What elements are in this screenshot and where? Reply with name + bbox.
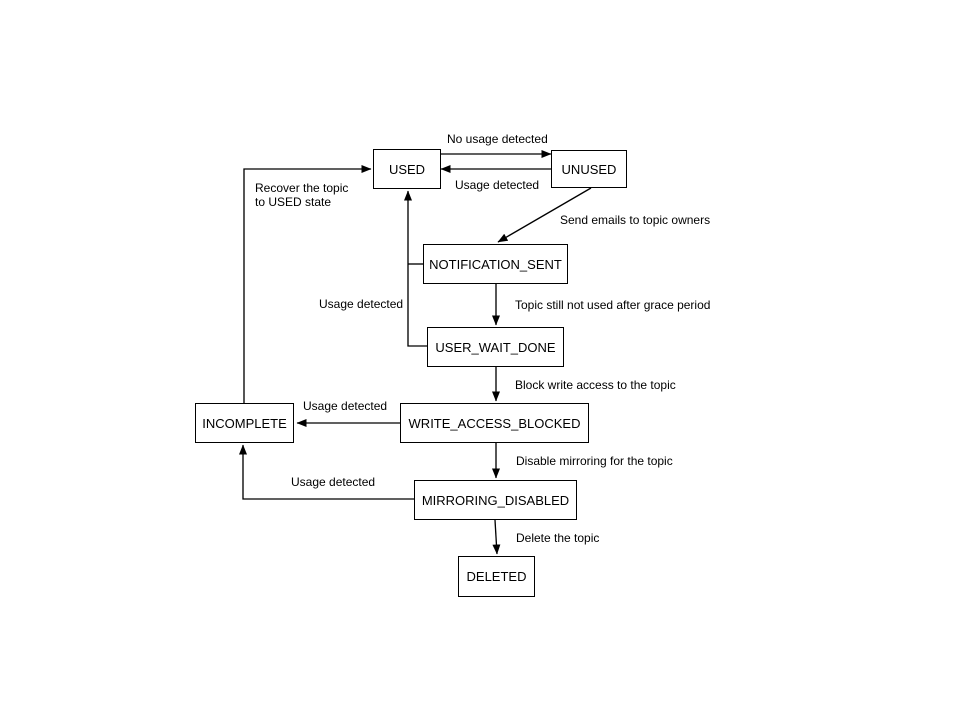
edge-label-disable-mirroring: Disable mirroring for the topic [516, 454, 673, 468]
state-node-used-label: USED [388, 161, 426, 177]
state-node-unused: UNUSED [551, 150, 627, 188]
state-node-mirroring-disabled-label: MIRRORING_DISABLED [421, 492, 570, 508]
state-node-write-access-blocked: WRITE_ACCESS_BLOCKED [400, 403, 589, 443]
edge-mirroring-disabled-to-incomplete-arrow [239, 444, 414, 500]
edge-mirroring-disabled-to-deleted-arrow [492, 519, 501, 555]
state-node-notification-sent-label: NOTIFICATION_SENT [429, 256, 562, 272]
edge-label-usage-detected-unused: Usage detected [455, 178, 540, 192]
state-node-used: USED [373, 149, 441, 189]
edge-label-usage-detected-blocked: Usage detected [303, 399, 388, 413]
state-node-user-wait-done-label: USER_WAIT_DONE [435, 339, 556, 355]
state-node-write-access-blocked-label: WRITE_ACCESS_BLOCKED [408, 415, 581, 431]
state-node-deleted-label: DELETED [466, 569, 527, 584]
state-node-deleted: DELETED [458, 556, 535, 597]
edge-label-no-usage-detected: No usage detected [447, 132, 548, 146]
state-node-unused-label: UNUSED [561, 161, 617, 177]
edge-label-block-write-access: Block write access to the topic [515, 378, 676, 392]
edge-label-recover-topic: Recover the topic to USED state [255, 181, 349, 209]
state-node-notification-sent: NOTIFICATION_SENT [423, 244, 568, 284]
state-node-mirroring-disabled: MIRRORING_DISABLED [414, 480, 577, 520]
edge-label-usage-detected-wait: Usage detected [319, 297, 404, 311]
state-node-incomplete-label: INCOMPLETE [202, 415, 287, 431]
state-node-incomplete: INCOMPLETE [195, 403, 294, 443]
edge-label-send-emails: Send emails to topic owners [560, 213, 711, 227]
edge-label-delete-topic: Delete the topic [516, 531, 600, 545]
state-node-user-wait-done: USER_WAIT_DONE [427, 327, 564, 367]
edge-label-usage-detected-mirroring: Usage detected [291, 475, 376, 489]
edge-label-grace-period: Topic still not used after grace period [515, 298, 711, 312]
